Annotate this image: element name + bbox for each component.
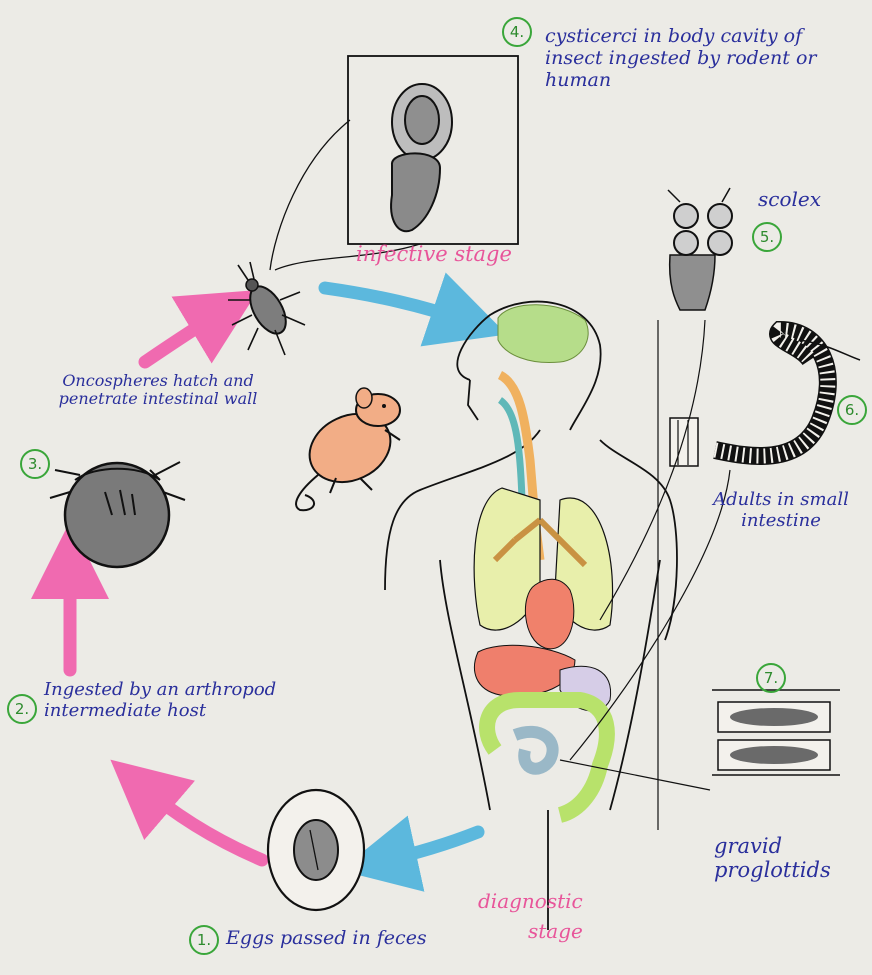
rodent-drawing <box>296 388 402 510</box>
small-intestine <box>515 732 553 769</box>
diagnostic-stage-label-2: stage <box>528 920 583 943</box>
cysticercus-drawing <box>348 56 518 244</box>
infective-stage-label: infective stage <box>356 242 512 266</box>
step-number-2: 2. <box>7 694 37 724</box>
arrow-infective-to-host <box>325 288 470 322</box>
adult-worm-drawing <box>670 330 860 466</box>
step-number-4: 4. <box>502 17 532 47</box>
step-2-label: Ingested by an arthropod intermediate ho… <box>44 680 314 721</box>
step-number-6: 6. <box>837 395 867 425</box>
scolex-drawing <box>668 188 732 310</box>
step-3-label: Oncospheres hatch and penetrate intestin… <box>44 372 272 409</box>
oncosphere-drawing <box>50 462 185 567</box>
heart <box>525 579 573 649</box>
insect-drawing <box>228 262 305 355</box>
leader-box-to-insect <box>270 120 350 270</box>
step-number-5: 5. <box>752 222 782 252</box>
step-4-label: cysticerci in body cavity of insect inge… <box>545 26 845 92</box>
step-number-1: 1. <box>189 925 219 955</box>
step-number-7: 7. <box>756 663 786 693</box>
egg-drawing <box>268 790 364 910</box>
step-6-label: Adults in small intestine <box>706 490 856 531</box>
arrow-eggs-to-arthropod <box>140 785 262 860</box>
step-7-label: gravid proglottids <box>714 834 854 882</box>
diagnostic-stage-label-1: diagnostic <box>478 890 583 913</box>
arrow-host-to-eggs <box>378 832 478 862</box>
proglottid-drawing <box>712 690 840 775</box>
arrow-oncosphere-to-insect <box>145 310 225 362</box>
step-1-label: Eggs passed in feces <box>226 928 427 950</box>
brain <box>498 305 588 363</box>
step-number-3: 3. <box>20 449 50 479</box>
step-5-label: scolex <box>758 188 821 211</box>
